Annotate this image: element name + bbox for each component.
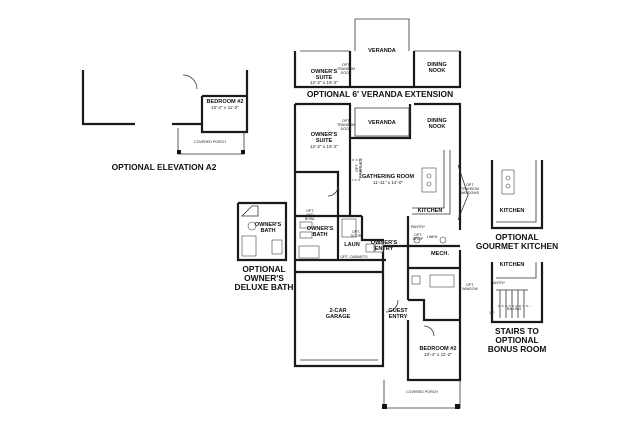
elevation-a2-title: OPTIONAL ELEVATION A2 — [112, 162, 217, 172]
bedroom2-label: BEDROOM #2 — [420, 346, 457, 352]
gourmet-title-2: GOURMET KITCHEN — [476, 241, 558, 251]
deluxe-bath-title-1: OPTIONAL — [242, 264, 285, 274]
deluxe-bath-title-2: OWNER'S — [244, 273, 284, 283]
railing-label: RAILING — [507, 307, 522, 311]
opt-drop-1: OPT. — [414, 233, 422, 237]
opt-transom-top-3: DOOR — [341, 71, 352, 75]
deluxe-bath-title-3: DELUXE BATH — [235, 282, 294, 292]
owners-bath-deluxe-1: OWNER'S — [255, 222, 282, 228]
pantry-stairs-label: PANTRY — [491, 281, 506, 285]
garage-label-2: GARAGE — [326, 314, 351, 320]
owners-bath-deluxe-2: BATH — [260, 228, 275, 234]
opt-transom-mid-1: OPT. — [342, 119, 350, 123]
kitchen-label: KITCHEN — [418, 208, 443, 214]
opt-transom-windows-2: TRANSOM — [461, 187, 479, 191]
kitchen-gourmet-label: KITCHEN — [500, 208, 525, 214]
opt-transom-top-2: TRANSOM — [337, 67, 355, 71]
bedroom2-elev-dim: 10'-4" x 11'-2" — [211, 105, 239, 110]
opt-cabinets-label: OPT. CABINETS — [341, 255, 369, 259]
up-label: UP — [490, 311, 496, 315]
covered-porch-elev-label: COVERED PORCH — [194, 140, 226, 144]
opt-transom-windows-1: OPT. — [466, 183, 474, 187]
owners-suite-label-1: OWNER'S — [311, 132, 338, 138]
opt-fireplace-2: FIREPLACE — [359, 157, 363, 178]
veranda-top-label: VERANDA — [368, 48, 396, 54]
gathering-room-label: GATHERING ROOM — [362, 174, 414, 180]
opt-drop-2: DROP — [413, 237, 424, 241]
owners-suite-dim: 12'-2" x 15'-2" — [310, 144, 339, 149]
dining-nook-label-2: NOOK — [429, 124, 446, 130]
bedroom2-dim: 10'-4" x 11'-2" — [424, 352, 452, 357]
opt-fireplace-1: OPT. — [355, 164, 359, 172]
guest-entry-label-1: GUEST — [388, 308, 408, 314]
opt-transom-windows-3: WINDOWS — [461, 191, 480, 195]
owners-suite-top-dim: 12'-2" x 15'-2" — [310, 80, 339, 85]
gathering-room-dim: 11'-11" x 14'-0" — [373, 180, 403, 185]
owners-suite-label-2: SUITE — [316, 138, 333, 144]
main-plan: VERANDA DINING NOOK OWNER'S SUITE 12'-2"… — [293, 102, 480, 409]
opt-2nd-bowl-2: 2ND — [306, 213, 314, 217]
mech-label: MECH. — [431, 251, 449, 257]
opt-2nd-bowl-1: OPT. — [306, 209, 314, 213]
kitchen-stairs-label: KITCHEN — [500, 262, 525, 268]
covered-porch-label: COVERED PORCH — [406, 390, 438, 394]
opt-window-2: WINDOW — [462, 287, 478, 291]
veranda-label: VERANDA — [368, 120, 396, 126]
opt-2nd-bowl-3: BOWL — [305, 217, 316, 221]
veranda-extension-plan: VERANDA DINING NOOK OWNER'S SUITE 12'-2"… — [293, 18, 462, 89]
opt-door-2: DOOR — [351, 234, 362, 238]
opt-transom-top-1: OPT. — [342, 63, 350, 67]
stairs-title-1: STAIRS TO — [495, 326, 539, 336]
dining-nook-top-label-1: DINING — [427, 62, 447, 68]
pantry-label: PANTRY — [411, 225, 426, 229]
gourmet-title-1: OPTIONAL — [495, 232, 538, 242]
elevation-a2-plan: BEDROOM #2 10'-4" x 11'-2" COVERED PORCH — [81, 70, 249, 155]
deluxe-bath-plan: OWNER'S BATH — [236, 201, 288, 262]
opt-door-1: OPT. — [352, 230, 360, 234]
linen-label: LINEN — [427, 235, 438, 239]
stairs-title-3: BONUS ROOM — [488, 344, 547, 354]
opt-transom-mid-2: TRANSOM — [337, 123, 355, 127]
laun-label: LAUN — [344, 242, 360, 248]
owners-suite-top-label-1: OWNER'S — [311, 69, 338, 75]
guest-entry-label-2: ENTRY — [389, 314, 408, 320]
opt-transom-mid-3: DOOR — [341, 127, 352, 131]
owners-entry-label-2: ENTRY — [375, 246, 394, 252]
owners-bath-label-2: BATH — [312, 232, 327, 238]
gourmet-kitchen-plan: KITCHEN — [490, 160, 544, 230]
opt-window-1: OPT. — [466, 283, 474, 287]
garage-label-1: 2-CAR — [329, 308, 346, 314]
dining-nook-top-label-2: NOOK — [429, 68, 446, 74]
bedroom2-elev-label: BEDROOM #2 — [207, 99, 244, 105]
owners-entry-label-1: OWNER'S — [371, 240, 398, 246]
stairs-plan: KITCHEN PANTRY RAILING UP — [490, 262, 544, 324]
stairs-title-2: OPTIONAL — [495, 335, 538, 345]
veranda-extension-title: OPTIONAL 6' VERANDA EXTENSION — [307, 89, 453, 99]
owners-bath-label-1: OWNER'S — [307, 226, 334, 232]
dining-nook-label-1: DINING — [427, 118, 447, 124]
owners-suite-top-label-2: SUITE — [316, 75, 333, 81]
